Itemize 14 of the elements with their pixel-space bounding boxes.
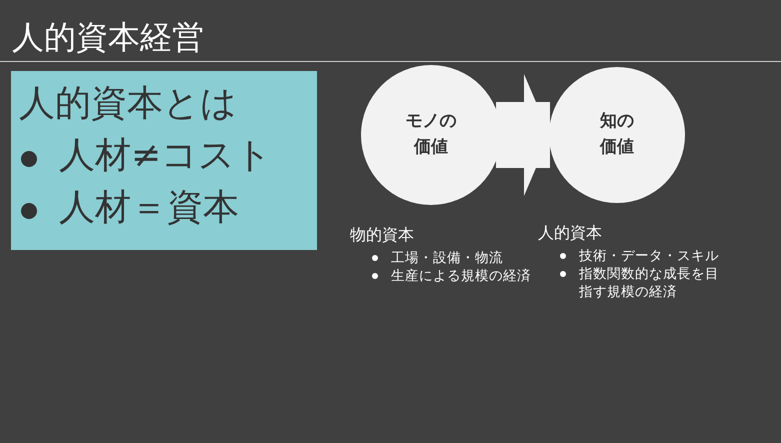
info-panel <box>11 71 317 250</box>
caption-heading: 人的資本 <box>538 223 602 244</box>
panel-heading: 人的資本とは <box>19 82 237 126</box>
caption-bullet: 指数関数的な成長を目指す規模の経済 <box>579 265 720 301</box>
slide-title: 人的資本経営 <box>12 17 204 58</box>
circle-label: 知の価値 <box>598 110 635 159</box>
caption-heading: 物的資本 <box>350 225 414 246</box>
caption-bullet: 技術・データ・スキル <box>579 247 720 265</box>
caption-bullet: 工場・設備・物流 <box>391 249 504 267</box>
circle-label: モノの価値 <box>404 110 458 159</box>
bullet-text: 人材＝資本 <box>59 186 239 230</box>
bullet-text: 人材≠コスト <box>59 134 272 178</box>
caption-bullet: 生産による規模の経済 <box>391 267 532 285</box>
block-arrow <box>496 74 550 196</box>
